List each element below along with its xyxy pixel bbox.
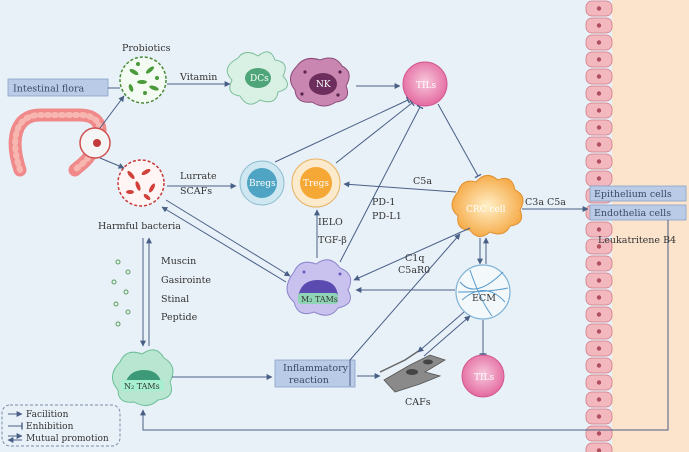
crc-cell-label: CRC cell	[466, 205, 506, 215]
nk-node: NK	[290, 57, 350, 107]
wall-cell-nucleus	[596, 142, 602, 147]
edge-label-vitamin: Vitamin	[179, 72, 217, 83]
m2-tams-node: M₂ TAMs	[286, 259, 352, 316]
tils-bottom-label: TILs	[474, 373, 495, 383]
inflammatory-reaction-label-1: Inflammatory	[283, 363, 349, 374]
wall-cell-nucleus	[596, 380, 602, 385]
intestinal-wall	[585, 0, 689, 452]
harmful-bacteria-label: Harmful bacteria	[98, 221, 181, 232]
wall-cell-nucleus	[596, 448, 602, 452]
epithelium-cells-box: Epithelium cells	[589, 185, 687, 202]
wall-cell-nucleus	[596, 91, 602, 96]
legend-inhibition-label: Enhibition	[26, 422, 74, 432]
intestinal-flora-box: Intestinal flora	[7, 78, 109, 97]
edge-label-ielo: IELO	[318, 217, 343, 228]
edge-label-scafs: SCAFs	[180, 186, 212, 197]
harmful-bacteria-node: Harmful bacteria	[98, 159, 181, 232]
edge-label-pd1: PD-1	[372, 197, 395, 208]
legend-mutual-label: Mutual promotion	[26, 434, 109, 444]
wall-cell-nucleus	[596, 312, 602, 317]
wall-cell-nucleus	[596, 159, 602, 164]
cafs-node: CAFs	[379, 349, 446, 408]
epithelium-cells-label: Epithelium cells	[594, 189, 672, 200]
edge-label-pdl1: PD-L1	[372, 211, 402, 222]
ecm-node: ECM	[455, 264, 511, 320]
wall-cell-nucleus	[596, 346, 602, 351]
legend: Facilition Enhibition Mutual promotion	[1, 404, 121, 447]
wall-cell-nucleus	[596, 261, 602, 266]
endothelia-cells-box: Endothelia cells	[589, 204, 687, 221]
legend-facilitation-label: Facilition	[26, 410, 69, 420]
edge-label-lurrate: Lurrate	[180, 171, 217, 182]
edge-label-c3a-c5a: C3a C5a	[525, 197, 566, 208]
dcs-label: DCs	[250, 74, 269, 84]
wall-cell-nucleus	[596, 278, 602, 283]
colon-illustration	[8, 108, 111, 177]
edge-label-stinal: Stinal	[161, 294, 189, 305]
wall-cell-nucleus	[596, 57, 602, 62]
probiotics-node: Probiotics	[119, 43, 171, 104]
cafs-label: CAFs	[405, 397, 431, 408]
edge-label-c1q: C1q	[405, 253, 424, 264]
edge-label-gasirointe: Gasiroi​nte	[161, 275, 211, 286]
dcs-node: DCs	[226, 51, 288, 105]
edge-label-c5a: C5a	[413, 176, 432, 187]
probiotics-label: Probiotics	[122, 43, 171, 54]
wall-cell-nucleus	[596, 397, 602, 402]
wall-cell-nucleus	[596, 108, 602, 113]
tils-top-label: TILs	[416, 81, 437, 91]
inflammatory-reaction-box: Inflammatory reaction	[274, 359, 356, 388]
bregs-node: Bregs	[239, 160, 285, 206]
m2-tams-label: M₂ TAMs	[301, 295, 338, 304]
edge-label-c5ar0: C5aR0	[398, 265, 430, 276]
edge-label-muscin: Muscin	[161, 256, 196, 267]
inflammatory-reaction-label-2: reaction	[289, 375, 329, 386]
n2-tams-label: N₂ TAMs	[124, 382, 160, 391]
wall-cell-nucleus	[596, 329, 602, 334]
wall-cell-nucleus	[596, 125, 602, 130]
n2-tams-node: N₂ TAMs	[112, 349, 174, 406]
wall-cell-nucleus	[596, 6, 602, 11]
bregs-label: Bregs	[249, 179, 276, 189]
wall-cell-nucleus	[596, 431, 602, 436]
wall-cell-nucleus	[596, 74, 602, 79]
wall-cell-nucleus	[596, 414, 602, 419]
wall-cell-nucleus	[596, 295, 602, 300]
arrows	[99, 81, 669, 431]
wall-cell-nucleus	[596, 176, 602, 181]
wall-cell-nucleus	[596, 40, 602, 45]
edge-label-peptide: Peptide	[161, 312, 198, 323]
endothelia-cells-label: Endothelia cells	[594, 208, 671, 219]
tregs-node: Tregs	[291, 158, 341, 208]
wall-cell-nucleus	[596, 363, 602, 368]
edge-label-tgf: TGF-β	[318, 235, 347, 246]
wall-cell-nucleus	[596, 244, 602, 249]
intestinal-flora-label: Intestinal flora	[13, 84, 84, 95]
peptide-dots	[111, 259, 131, 327]
wall-cell-nucleus	[596, 227, 602, 232]
ecm-label: ECM	[472, 293, 496, 304]
tils-bottom-node: TILs	[461, 354, 505, 398]
wall-epithelial-cell	[585, 442, 613, 452]
wall-cell-nucleus	[596, 23, 602, 28]
nk-label: NK	[316, 80, 331, 90]
crc-cell-node: CRC cell	[451, 175, 524, 237]
edge-label-leukatritene: Leukatritene B4	[598, 235, 676, 246]
tils-top-node: TILs	[402, 61, 448, 107]
tregs-label: Tregs	[303, 179, 329, 189]
